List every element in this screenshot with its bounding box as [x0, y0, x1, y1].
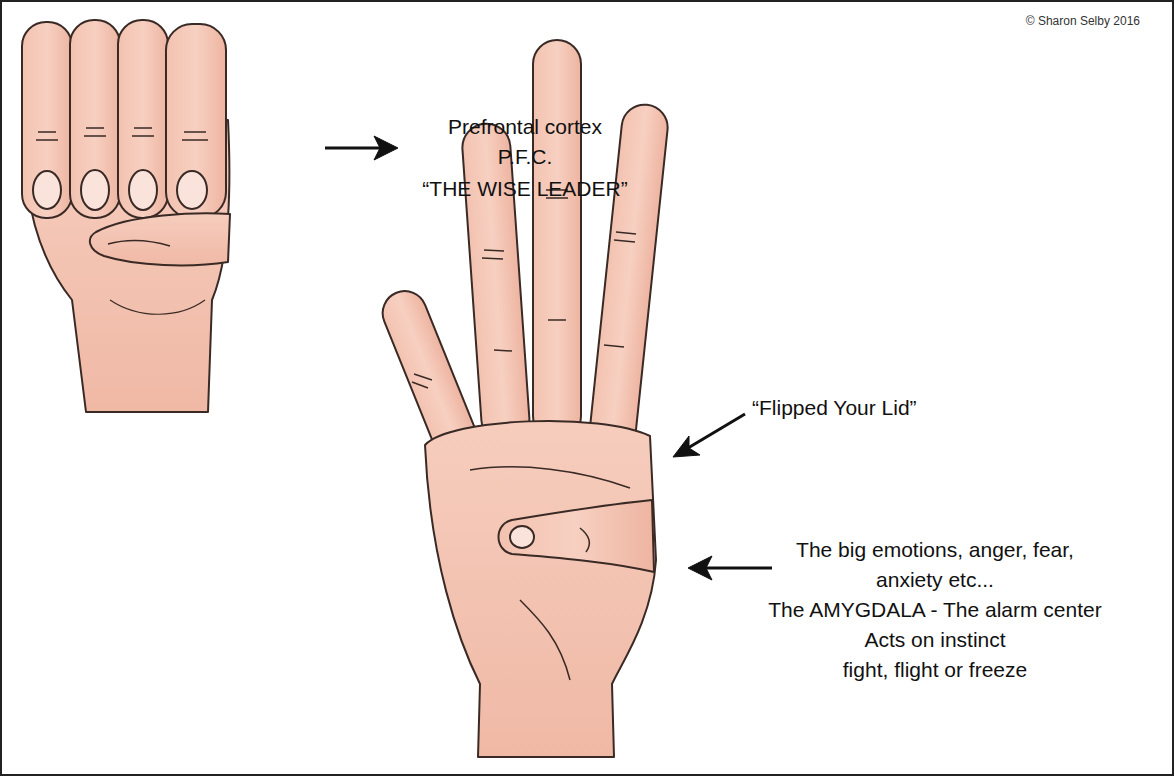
description-text: Acts on instinct	[760, 627, 1110, 653]
part-name: “THE WISE LEADER”	[360, 176, 690, 202]
description-text: The big emotions, anger, fear,	[760, 537, 1110, 563]
fist-drawing	[22, 20, 230, 412]
callout-text: “Flipped Your Lid”	[752, 395, 1012, 421]
leader-arrow	[325, 136, 772, 580]
part-name: Prefrontal cortex	[400, 114, 650, 140]
open-hand-drawing	[376, 40, 670, 757]
part-name: P.F.C.	[400, 144, 650, 170]
description-text: fight, flight or freeze	[760, 657, 1110, 683]
copyright-note: © Sharon Selby 2016	[900, 14, 1140, 28]
description-text: anxiety etc...	[760, 567, 1110, 593]
description-text: The AMYGDALA - The alarm center	[740, 597, 1130, 623]
